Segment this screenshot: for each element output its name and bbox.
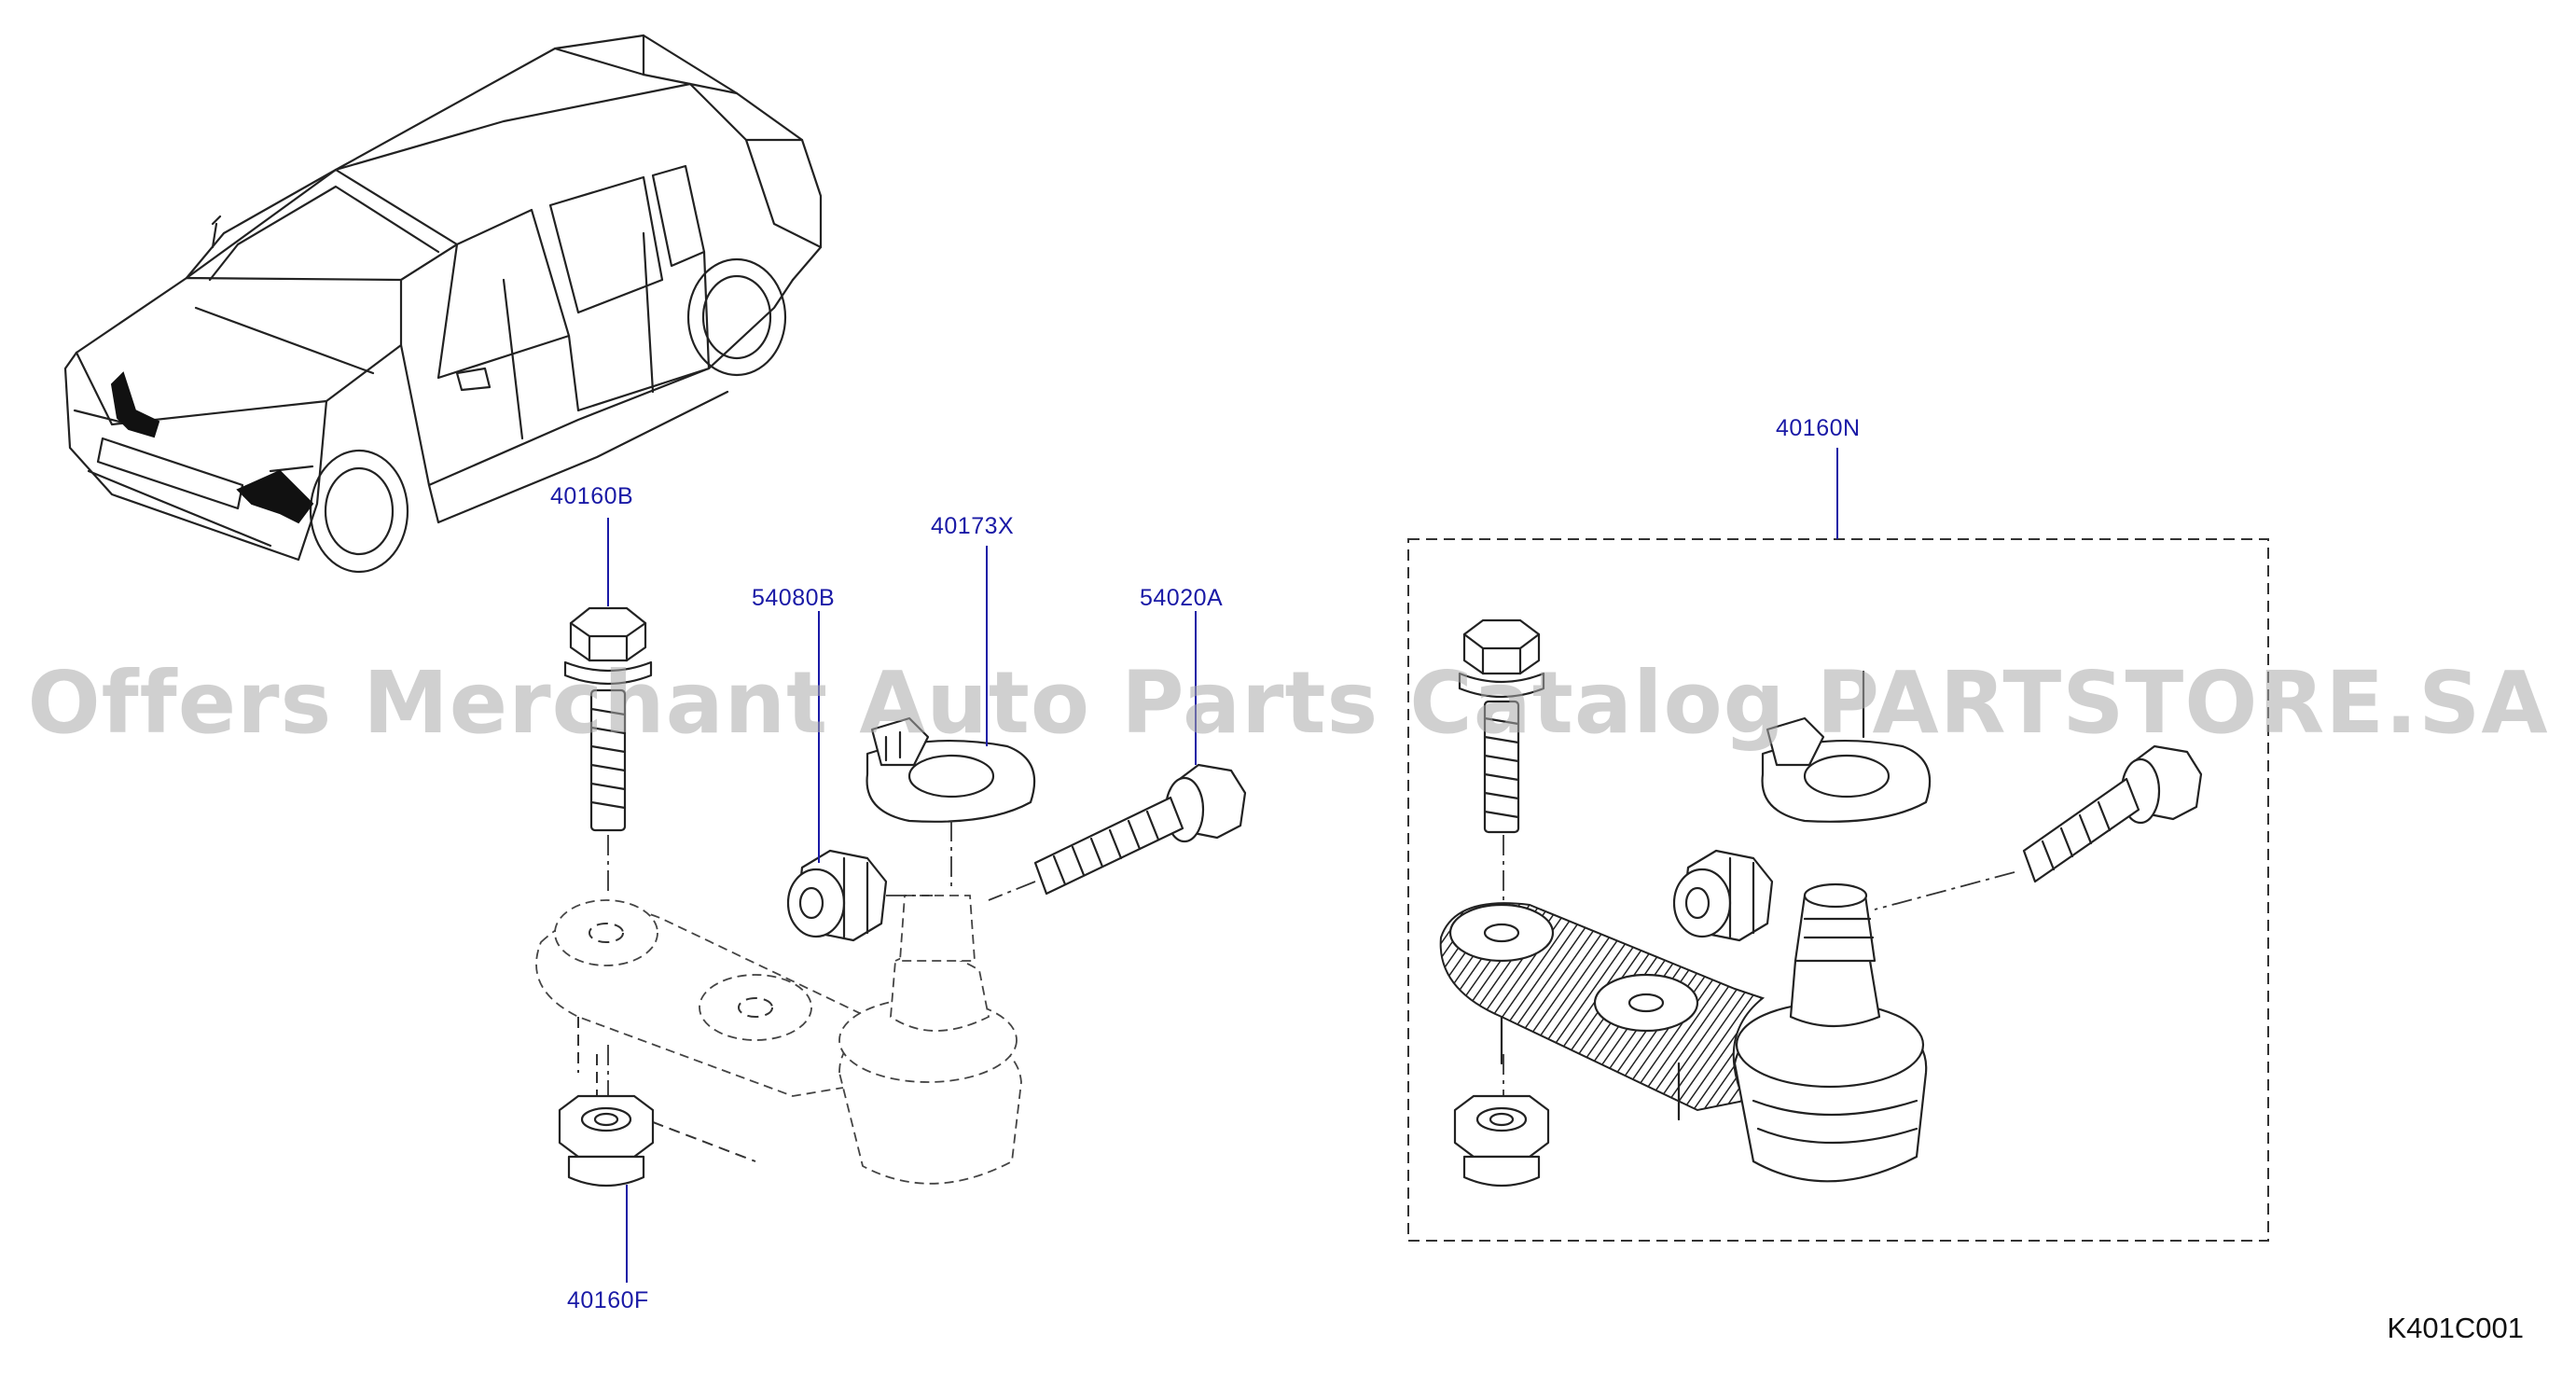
part-label-40173x[interactable]: 40173X	[931, 513, 1015, 539]
part-label-40160f[interactable]: 40160F	[567, 1287, 649, 1313]
left-assembly	[535, 606, 1247, 1188]
diagram-code: K401C001	[2387, 1312, 2524, 1344]
part-label-40160n[interactable]: 40160N	[1776, 415, 1861, 441]
leader-lines	[607, 448, 1838, 1283]
vehicle-illustration	[63, 34, 823, 574]
part-label-54020a[interactable]: 54020A	[1140, 585, 1224, 611]
right-assembly	[1407, 538, 2269, 1242]
part-label-54080b[interactable]: 54080B	[752, 585, 836, 611]
part-label-40160b[interactable]: 40160B	[550, 483, 634, 509]
